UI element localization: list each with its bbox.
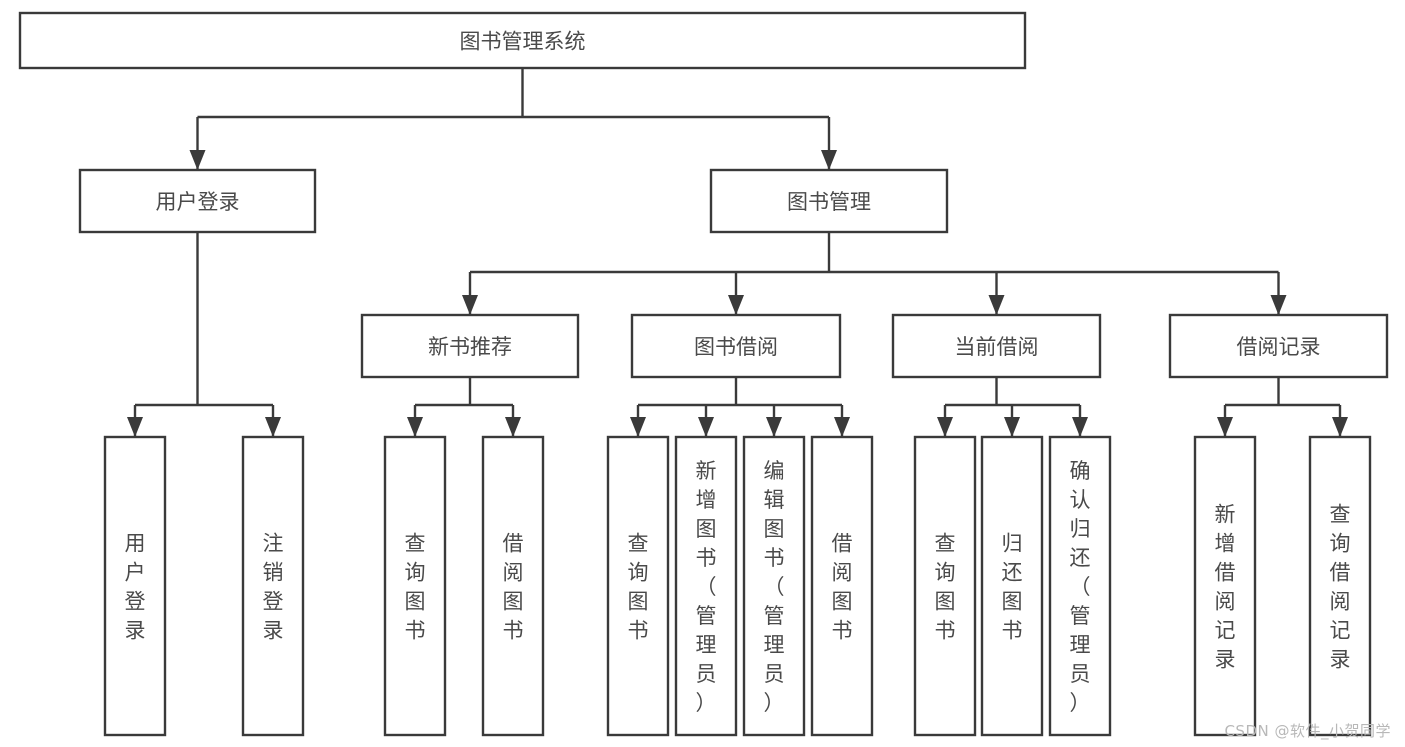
watermark-text: CSDN @软件_小贺同学 (1224, 722, 1391, 740)
arrow-head-icon-user-login (189, 150, 206, 170)
node-leaf-query-borrow-record[interactable]: 查询借阅记录 (1308, 435, 1372, 737)
node-leaf-confirm-return-admin[interactable]: 确认归还（管理员） (1048, 435, 1112, 737)
node-box-leaf-return-book (980, 435, 1044, 737)
arrow-head-icon-leaf-borrow-book (834, 417, 850, 437)
arrow-head-icon-leaf-edit-book-admin (766, 417, 782, 437)
node-box-leaf-query-book-current (913, 435, 977, 737)
node-leaf-edit-book-admin[interactable]: 编辑图书（管理员） (742, 435, 806, 737)
arrow-head-icon-leaf-return-book (1004, 417, 1020, 437)
node-label-borrow-record: 借阅记录 (1237, 335, 1321, 359)
node-leaf-borrow-book[interactable]: 借阅图书 (810, 435, 874, 737)
arrow-head-icon-leaf-user-login (127, 417, 143, 437)
arrow-head-icon-new-book-recommend (462, 295, 478, 315)
arrow-head-icon-current-borrow (988, 295, 1005, 315)
node-box-leaf-add-borrow-record (1193, 435, 1257, 737)
node-label-leaf-add-book-admin: 新增图书（管理员） (696, 459, 717, 715)
node-label-leaf-user-login: 用户登录 (125, 532, 146, 643)
node-current-borrow[interactable]: 当前借阅 (891, 313, 1102, 379)
node-label-new-book-recommend: 新书推荐 (428, 335, 512, 359)
node-book-borrow[interactable]: 图书借阅 (630, 313, 842, 379)
arrow-head-icon-leaf-query-borrow-record (1332, 417, 1348, 437)
node-label-leaf-add-borrow-record: 新增借阅记录 (1215, 503, 1236, 672)
node-box-leaf-user-login (103, 435, 167, 737)
node-label-root: 图书管理系统 (460, 30, 586, 54)
nodes-layer: 图书管理系统用户登录图书管理新书推荐图书借阅当前借阅借阅记录用户登录注销登录查询… (18, 11, 1389, 737)
node-label-leaf-user-logout: 注销登录 (263, 532, 284, 643)
node-root[interactable]: 图书管理系统 (18, 11, 1027, 70)
node-borrow-record[interactable]: 借阅记录 (1168, 313, 1389, 379)
arrow-head-icon-leaf-borrow-book-recommend (505, 417, 521, 437)
node-box-leaf-borrow-book-recommend (481, 435, 545, 737)
node-label-leaf-return-book: 归还图书 (1002, 532, 1023, 643)
node-new-book-recommend[interactable]: 新书推荐 (360, 313, 580, 379)
node-label-leaf-borrow-book: 借阅图书 (832, 532, 853, 643)
arrow-head-icon-leaf-query-book-recommend (407, 417, 423, 437)
node-leaf-user-logout[interactable]: 注销登录 (241, 435, 305, 737)
node-label-book-management: 图书管理 (787, 190, 871, 214)
arrow-head-icon-leaf-add-book-admin (698, 417, 714, 437)
arrow-head-icon-leaf-confirm-return-admin (1072, 417, 1088, 437)
node-leaf-query-book-recommend[interactable]: 查询图书 (383, 435, 447, 737)
node-label-leaf-query-book-recommend: 查询图书 (405, 532, 426, 643)
arrow-head-icon-borrow-record (1270, 295, 1287, 315)
node-label-leaf-query-borrow-record: 查询借阅记录 (1330, 503, 1351, 672)
node-label-leaf-query-book-borrow: 查询图书 (628, 532, 649, 643)
node-leaf-add-borrow-record[interactable]: 新增借阅记录 (1193, 435, 1257, 737)
node-box-root (18, 11, 1027, 70)
arrow-head-icon-book-management (821, 150, 837, 170)
node-box-leaf-confirm-return-admin (1048, 435, 1112, 737)
node-box-current-borrow (891, 313, 1102, 379)
node-box-leaf-query-book-recommend (383, 435, 447, 737)
node-user-login[interactable]: 用户登录 (78, 168, 317, 234)
arrow-head-icon-leaf-query-book-borrow (630, 417, 646, 437)
node-label-leaf-edit-book-admin: 编辑图书（管理员） (764, 459, 785, 715)
connectors-layer (127, 68, 1348, 437)
node-box-book-borrow (630, 313, 842, 379)
arrow-head-icon-leaf-query-book-current (937, 417, 953, 437)
node-label-leaf-confirm-return-admin: 确认归还（管理员） (1070, 459, 1091, 715)
node-leaf-add-book-admin[interactable]: 新增图书（管理员） (674, 435, 738, 737)
node-label-user-login: 用户登录 (156, 190, 240, 214)
node-box-leaf-edit-book-admin (742, 435, 806, 737)
arrow-head-icon-leaf-user-logout (265, 417, 281, 437)
arrow-head-icon-leaf-add-borrow-record (1217, 417, 1233, 437)
node-box-new-book-recommend (360, 313, 580, 379)
node-box-borrow-record (1168, 313, 1389, 379)
arrow-head-icon-book-borrow (728, 295, 744, 315)
node-label-leaf-borrow-book-recommend: 借阅图书 (503, 532, 524, 643)
node-box-user-login (78, 168, 317, 234)
node-label-current-borrow: 当前借阅 (955, 335, 1039, 359)
node-leaf-return-book[interactable]: 归还图书 (980, 435, 1044, 737)
node-label-leaf-query-book-current: 查询图书 (935, 532, 956, 643)
node-leaf-borrow-book-recommend[interactable]: 借阅图书 (481, 435, 545, 737)
node-book-management[interactable]: 图书管理 (709, 168, 949, 234)
node-box-leaf-user-logout (241, 435, 305, 737)
node-box-leaf-query-borrow-record (1308, 435, 1372, 737)
node-leaf-user-login[interactable]: 用户登录 (103, 435, 167, 737)
node-box-book-management (709, 168, 949, 234)
node-leaf-query-book-current[interactable]: 查询图书 (913, 435, 977, 737)
node-box-leaf-borrow-book (810, 435, 874, 737)
node-label-book-borrow: 图书借阅 (694, 335, 778, 359)
node-leaf-query-book-borrow[interactable]: 查询图书 (606, 435, 670, 737)
node-box-leaf-query-book-borrow (606, 435, 670, 737)
node-box-leaf-add-book-admin (674, 435, 738, 737)
